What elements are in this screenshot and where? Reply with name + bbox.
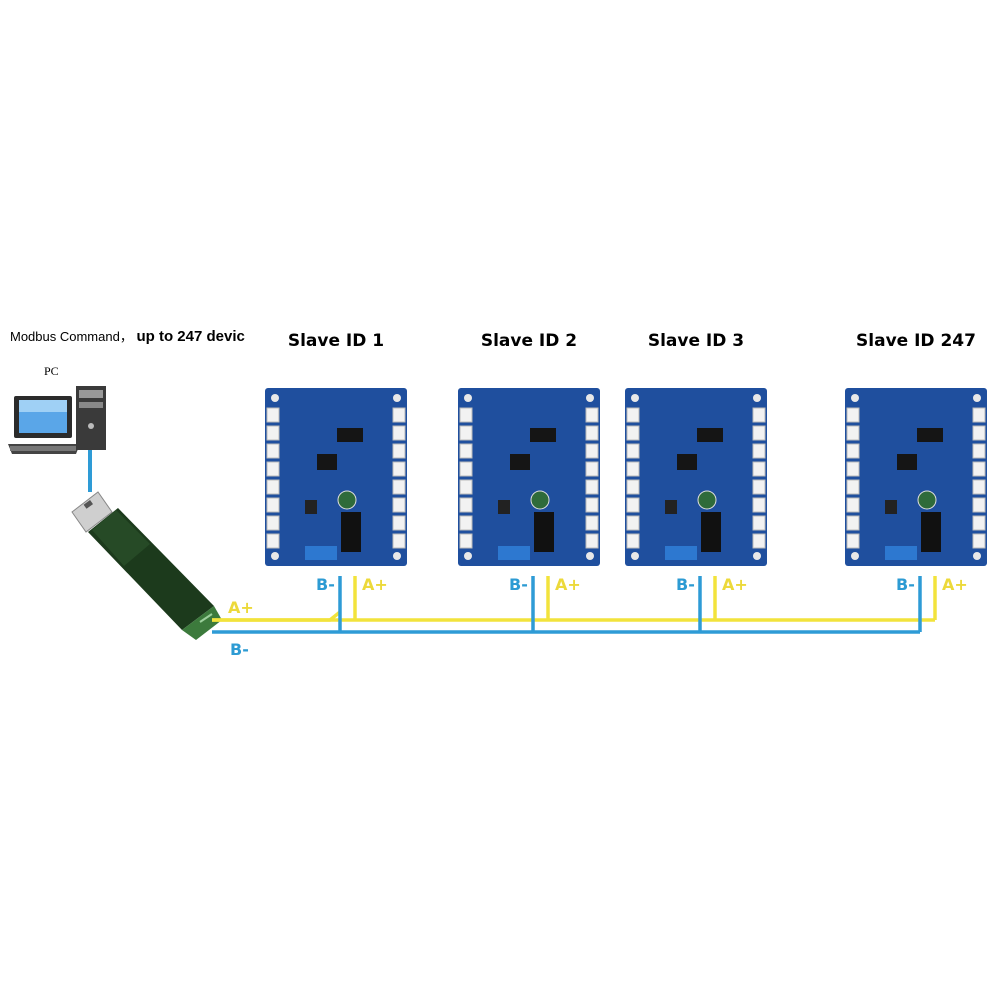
slave-b-label: B- (896, 575, 915, 594)
relay-board-icon (845, 388, 987, 566)
relay-board-icon (625, 388, 767, 566)
bus-a-label: A+ (228, 598, 254, 617)
slave-title: Slave ID 1 (287, 331, 385, 351)
slave-a-label: A+ (362, 575, 388, 594)
slave-b-label: B- (509, 575, 528, 594)
usb-adapter-icon (71, 491, 222, 640)
slave-b-label: B- (676, 575, 695, 594)
slave-a-label: A+ (555, 575, 581, 594)
bus-wires (212, 610, 935, 634)
slave-title: Slave ID 247 (856, 331, 976, 351)
relay-board-icon (265, 388, 407, 566)
slave-title: Slave ID 2 (480, 331, 578, 351)
slave-a-label: A+ (942, 575, 968, 594)
relay-board-icon (458, 388, 600, 566)
pc-label: PC (44, 364, 59, 378)
pc-icon (8, 386, 106, 454)
bus-b-label: B- (230, 640, 249, 659)
slave-b-label: B- (316, 575, 335, 594)
slave-a-label: A+ (722, 575, 748, 594)
slave-title: Slave ID 3 (647, 331, 745, 351)
modbus-heading: Modbus Command， up to 247 devic (10, 328, 245, 345)
